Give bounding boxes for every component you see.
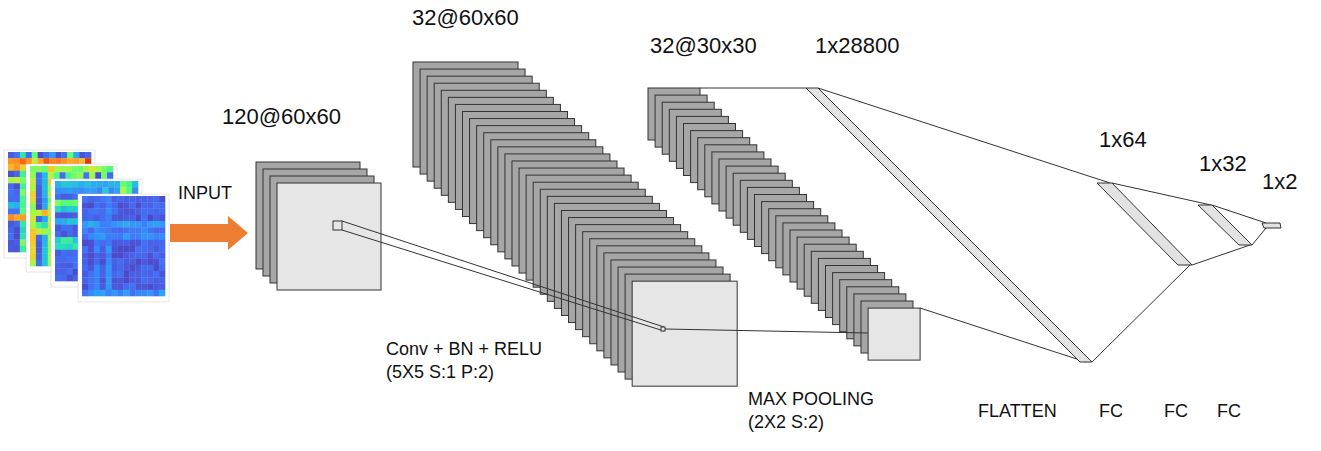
layer-size: 120@60x60: [222, 103, 341, 131]
operation-label: FC: [1217, 400, 1241, 423]
operation-label: FC: [1164, 400, 1188, 423]
layer-size: 32@30x30: [650, 32, 757, 60]
projection-lines: [333, 88, 1266, 362]
layer-size: 1x32: [1199, 150, 1247, 178]
layer-size: 32@60x60: [412, 4, 519, 32]
input-stack: [256, 162, 381, 290]
input-heatmap: [78, 194, 169, 302]
operation-label: Conv + BN + RELU (5X5 S:1 P:2): [386, 338, 556, 383]
operation-label: FC: [1099, 400, 1123, 423]
operation-label: MAX POOLING (2X2 S:2): [748, 388, 888, 433]
layer-size: 1x28800: [815, 32, 899, 60]
input-arrow: [170, 216, 248, 250]
conv-stack: [413, 62, 737, 386]
input-label: INPUT: [178, 182, 232, 205]
layer-size: 1x2: [1262, 168, 1297, 196]
operation-label: FLATTEN: [978, 400, 1057, 423]
fc-bar: [1262, 223, 1281, 228]
fc-bar: [1198, 205, 1252, 245]
fc-bar: [1097, 183, 1192, 265]
layer-size: 1x64: [1099, 126, 1147, 154]
pool-stack: [648, 88, 920, 360]
flatten-bar: [806, 88, 1092, 362]
